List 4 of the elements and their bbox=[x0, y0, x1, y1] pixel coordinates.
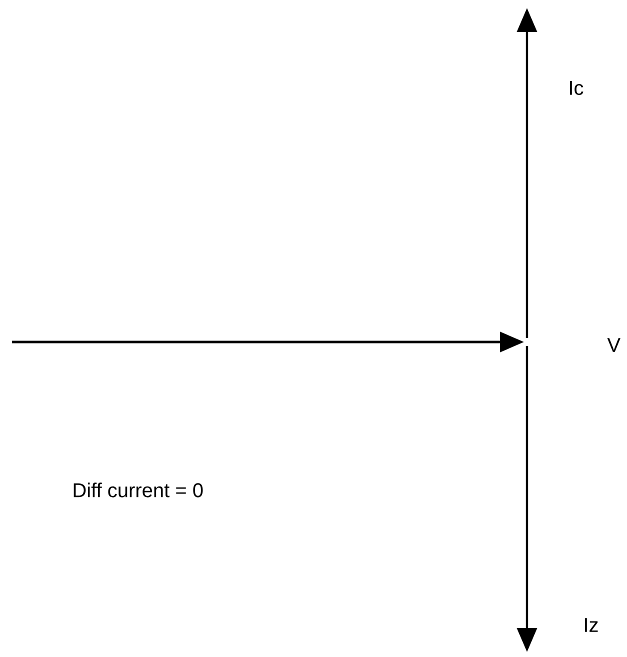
phasor-label: Ic bbox=[570, 81, 584, 95]
phasor-label: V bbox=[607, 338, 620, 352]
phasor-label: Iz bbox=[585, 618, 598, 632]
phasor-label: Diff current = 0 bbox=[74, 482, 203, 498]
